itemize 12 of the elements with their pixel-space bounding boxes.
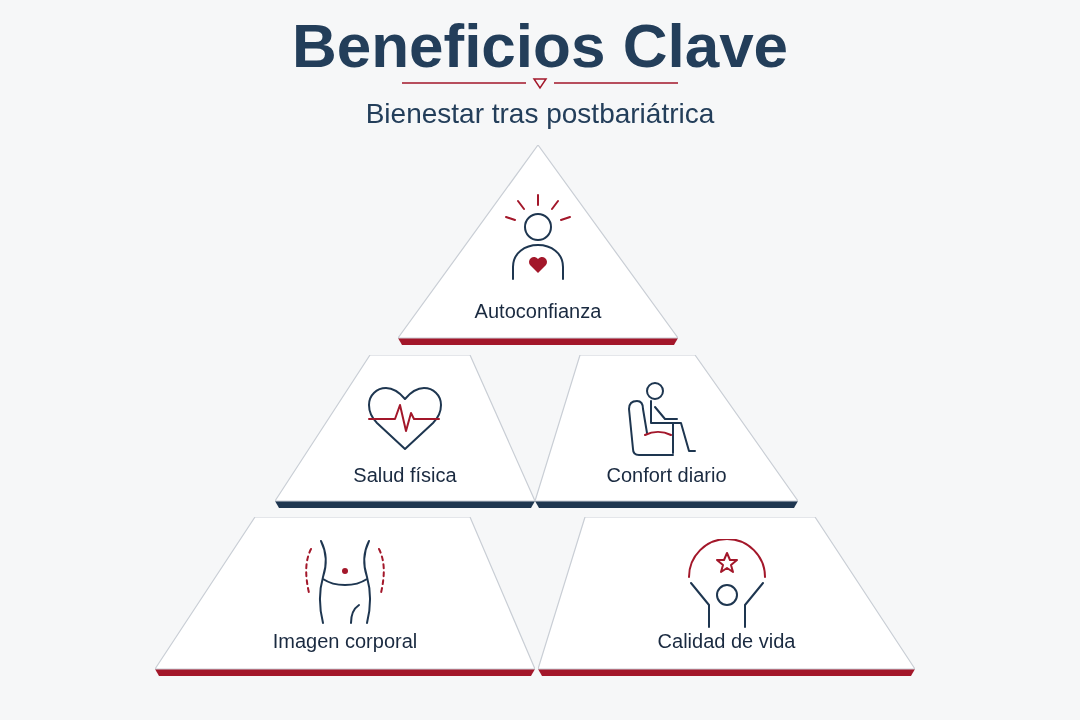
triangle-panel [398,145,678,345]
trapezoid-panel [535,355,798,508]
panel-label: Salud física [353,463,457,487]
panel-label: Imagen corporal [272,629,418,653]
trapezoid-panel [275,355,535,508]
subtitle: Bienestar tras postbariátrica [365,97,715,131]
panel-label: Calidad de vida [657,629,796,653]
trapezoid-panel [155,517,535,676]
panel-label: Confort diario [606,463,727,487]
title: Beneficios Clave [291,10,789,82]
trapezoid-panel [538,517,915,676]
panel-label: Autoconfianza [474,299,602,323]
